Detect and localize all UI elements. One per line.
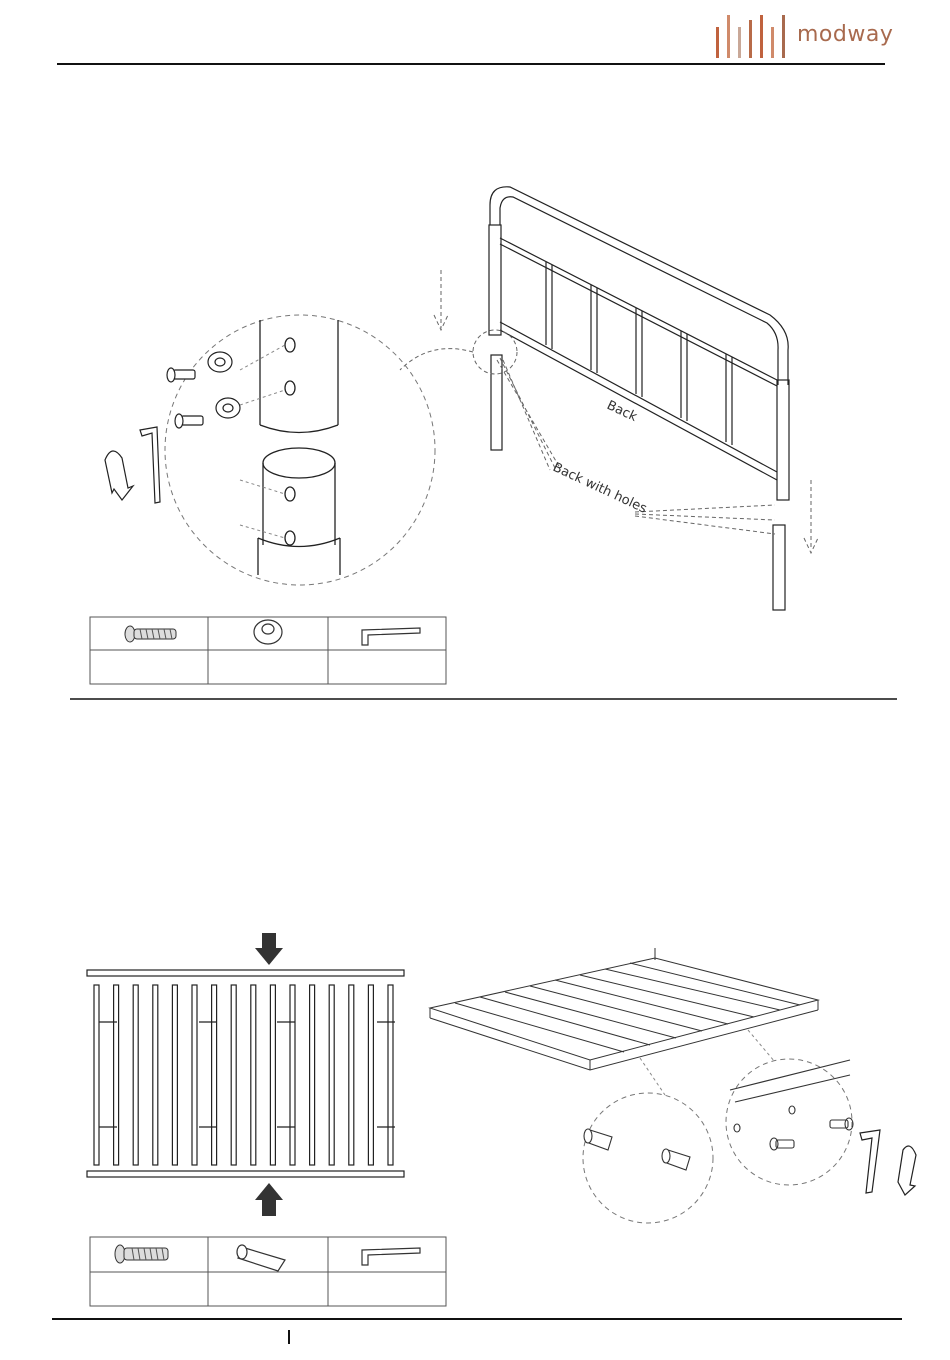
bolt-washer-parts (167, 352, 240, 428)
slat (388, 985, 393, 1165)
hardware-table-bottom (90, 1237, 446, 1306)
dowel-icon (237, 1245, 285, 1271)
headboard-drawing (489, 187, 789, 610)
slat (368, 985, 373, 1165)
slat (231, 985, 236, 1165)
page-number-marker (288, 1330, 290, 1344)
slat (290, 985, 295, 1165)
back-with-holes-label: Back with holes (550, 460, 649, 517)
slat (153, 985, 158, 1165)
bed-frame-drawing (430, 948, 818, 1070)
slat (172, 985, 177, 1165)
bolt-icon (125, 626, 176, 642)
arrow-down-icon (255, 933, 283, 965)
post-detail (258, 320, 340, 575)
allen-key-icon (362, 1248, 420, 1265)
slat (114, 985, 119, 1165)
arrow-up-icon (255, 1183, 283, 1216)
slat (251, 985, 256, 1165)
slat-set (94, 985, 395, 1165)
slat (349, 985, 354, 1165)
slat (94, 985, 99, 1165)
slat (133, 985, 138, 1165)
washer-icon (254, 620, 282, 644)
slat (212, 985, 217, 1165)
dowel-detail (584, 1129, 690, 1170)
detail-circle-top (165, 315, 435, 585)
slat (310, 985, 315, 1165)
allen-key-icon (362, 628, 420, 645)
slat (270, 985, 275, 1165)
allen-key-icon (860, 1130, 916, 1195)
slat-frame-front (87, 970, 404, 1177)
slat (192, 985, 197, 1165)
slat (329, 985, 334, 1165)
bolt-icon (115, 1245, 168, 1263)
allen-key-icon (105, 427, 160, 503)
